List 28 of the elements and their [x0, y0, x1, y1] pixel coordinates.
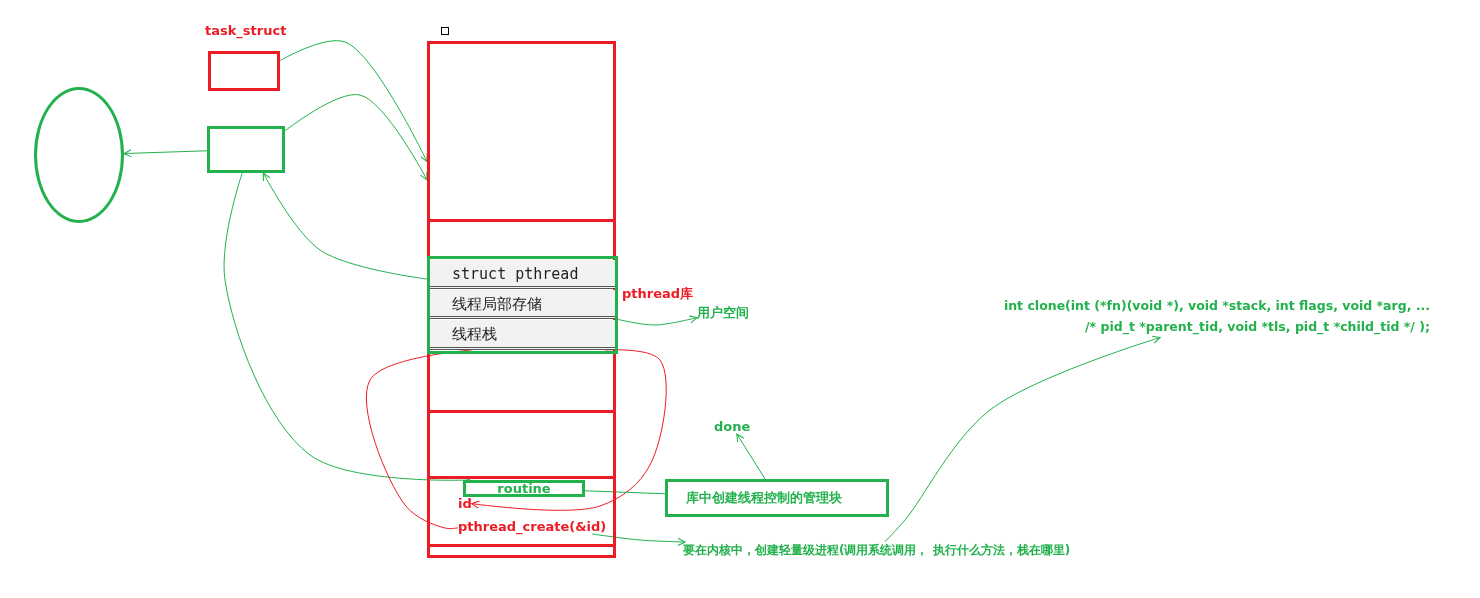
id-text: id	[458, 496, 472, 511]
function-call-text: pthread_create(&id)	[458, 519, 607, 534]
pthread-struct-box	[427, 256, 618, 354]
ellipse-shape	[34, 87, 124, 223]
arrow	[262, 172, 428, 280]
connector-line	[584, 490, 666, 495]
arrow	[736, 433, 766, 480]
annotation-text: 要在内核中，创建轻量级进程(调用系统调用， 执行什么方法，栈在哪里)	[683, 542, 1071, 559]
memory-row: 线程栈	[430, 320, 615, 350]
heading-text: task_struct	[205, 23, 287, 38]
arrow	[279, 40, 428, 163]
struct-box	[207, 126, 285, 173]
arrow	[223, 172, 471, 485]
memory-section	[427, 476, 616, 547]
memory-row: struct pthread	[430, 260, 615, 289]
annotation-text: pthread库	[622, 285, 694, 303]
annotation-text: done	[714, 419, 751, 434]
arrow	[471, 349, 667, 511]
control-block-box: 库中创建线程控制的管理块	[665, 479, 889, 517]
arrow	[284, 94, 428, 181]
routine-box: routine	[463, 480, 585, 497]
memory-row: 线程局部存储	[430, 290, 615, 319]
arrow	[617, 315, 698, 326]
arrow	[123, 149, 208, 158]
annotation-text: 用户空间	[697, 304, 749, 322]
arrow	[884, 335, 1161, 543]
code-text: int clone(int (*fn)(void *), void *stack, int flags, void *arg, ... /* pid_t *parent_tid, void *tls, pid_t *child_tid */ );	[990, 295, 1430, 338]
arrow	[591, 533, 686, 546]
